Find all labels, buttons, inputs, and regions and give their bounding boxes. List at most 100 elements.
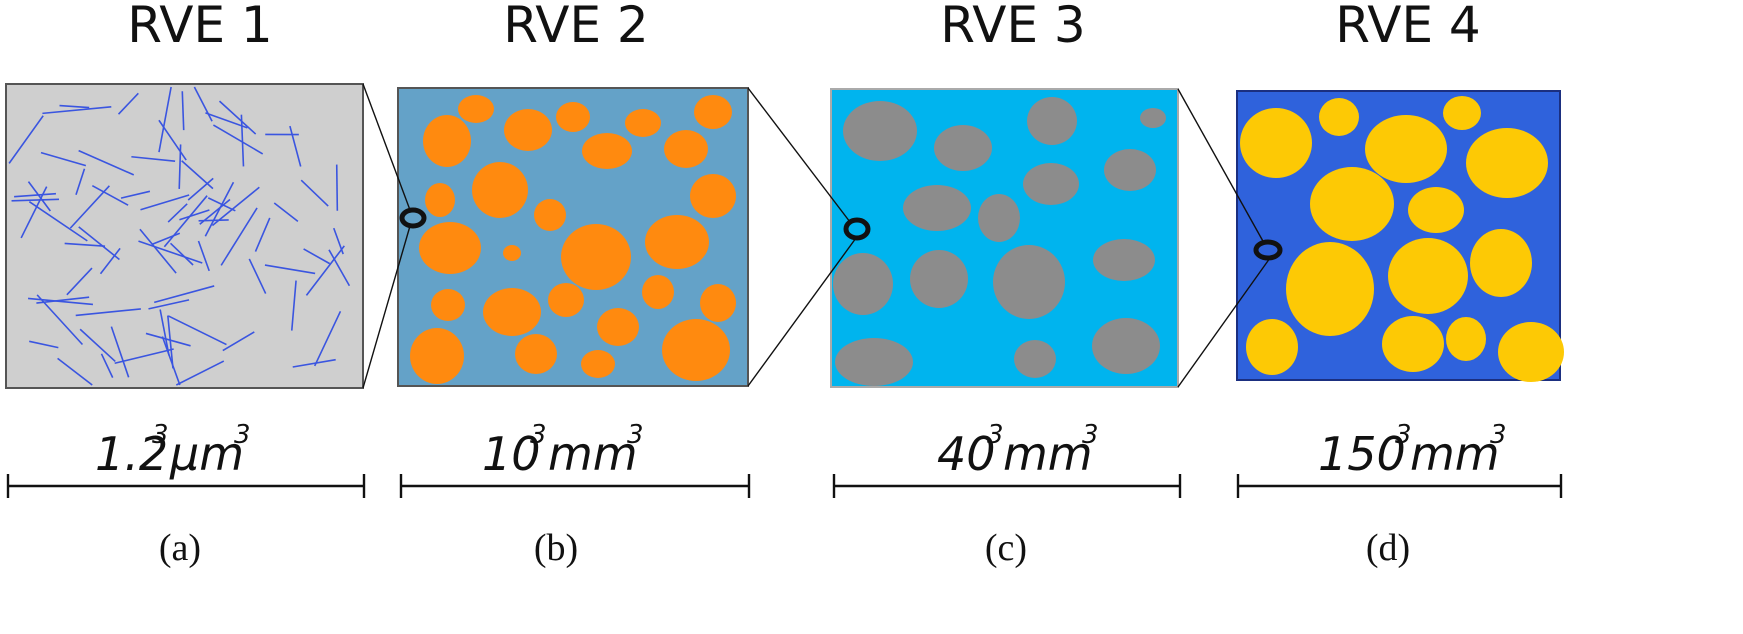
rve2-size-value: 10	[482, 427, 541, 481]
fibre	[169, 242, 194, 266]
orange-inclusion	[431, 289, 465, 321]
zoom-line-1-bottom	[362, 225, 411, 389]
fibre	[167, 203, 188, 223]
fibre	[207, 197, 236, 212]
zoom-marker-1	[399, 207, 427, 229]
grey-inclusion	[903, 185, 971, 231]
fibre	[264, 264, 316, 275]
orange-inclusion	[419, 222, 481, 274]
fibre	[248, 258, 267, 294]
yellow-inclusion	[1388, 238, 1468, 314]
fibre	[218, 100, 257, 135]
panel-label-d: (d)	[1366, 527, 1410, 569]
fibre	[78, 149, 135, 176]
orange-inclusion	[472, 162, 528, 218]
fibre	[11, 198, 60, 202]
zoom-line-2-top	[747, 87, 851, 223]
fibre	[139, 228, 177, 274]
fibre	[204, 181, 235, 237]
fibre	[289, 125, 302, 167]
rve4-size-unit: mm	[1410, 427, 1500, 481]
yellow-inclusion	[1382, 316, 1444, 372]
fibre	[175, 360, 225, 386]
grey-inclusion	[835, 338, 913, 386]
panel-label-b: (b)	[534, 527, 578, 569]
fibre	[100, 353, 114, 378]
orange-inclusion	[582, 133, 632, 169]
orange-inclusion	[425, 183, 455, 217]
grey-inclusion	[1092, 318, 1160, 374]
fibre	[273, 202, 299, 223]
orange-inclusion	[534, 199, 566, 231]
fibre	[27, 297, 94, 306]
yellow-inclusion	[1246, 319, 1298, 375]
fibre	[211, 186, 260, 227]
fibre	[28, 201, 88, 242]
fibre	[29, 340, 59, 349]
yellow-inclusion	[1365, 115, 1447, 183]
orange-inclusion	[423, 115, 471, 167]
fibre	[99, 247, 121, 275]
rve2-title: RVE 2	[503, 0, 649, 54]
rve3-size-unit: mm	[1003, 427, 1093, 481]
orange-inclusion	[548, 283, 584, 317]
scale-bars	[6, 474, 1563, 498]
fibre	[167, 315, 174, 369]
grey-inclusion	[910, 250, 968, 308]
rve1-scale-bar	[6, 474, 366, 498]
fibre	[79, 328, 116, 363]
rve4-size-sup2: 3	[1490, 420, 1507, 450]
fibre	[222, 331, 255, 352]
grey-inclusion	[1104, 149, 1156, 191]
fibre	[240, 114, 245, 167]
fibre	[42, 106, 112, 115]
fibre	[205, 112, 248, 129]
fibre	[40, 151, 87, 167]
orange-inclusion	[694, 95, 732, 129]
yellow-inclusion	[1498, 322, 1564, 382]
fibre	[328, 249, 351, 287]
rve1-size-sup1: 3	[152, 420, 169, 450]
grey-inclusion	[1093, 239, 1155, 281]
fibre	[131, 155, 176, 162]
rve1-size-label: 1.2 3 µm 3	[95, 420, 251, 481]
rve2-size-sup1: 3	[530, 420, 547, 450]
rve1-panel	[5, 83, 364, 389]
grey-inclusion	[1140, 108, 1166, 128]
orange-inclusion	[458, 95, 494, 123]
rve2-size-unit: mm	[548, 427, 638, 481]
orange-inclusion	[410, 328, 464, 384]
grey-inclusion	[993, 245, 1065, 319]
rve3-size-value: 40	[937, 427, 996, 481]
orange-inclusion	[504, 109, 552, 151]
orange-inclusion	[581, 350, 615, 378]
fibre	[187, 177, 214, 201]
fibre	[303, 248, 331, 265]
rve1-fibres	[8, 86, 351, 386]
fibre	[114, 348, 174, 365]
fibre	[8, 115, 44, 164]
rve3-size-sup1: 3	[987, 420, 1004, 450]
rve1-title: RVE 1	[127, 0, 273, 54]
fibre	[158, 86, 172, 153]
fibre	[148, 299, 190, 310]
rve3-title: RVE 3	[940, 0, 1086, 54]
orange-inclusion	[700, 284, 736, 322]
grey-inclusion	[833, 253, 893, 315]
fibre	[159, 309, 170, 356]
rve3-panel	[830, 88, 1179, 388]
fibre	[59, 104, 90, 109]
yellow-inclusion	[1408, 187, 1464, 233]
fibre	[117, 92, 139, 115]
fibre	[161, 336, 181, 386]
orange-inclusion	[642, 275, 674, 309]
fibre	[181, 91, 185, 131]
fibre	[212, 124, 264, 155]
rve4-size-label: 150 3 mm 3	[1318, 420, 1507, 481]
fibre	[163, 195, 208, 248]
orange-inclusion	[664, 130, 708, 168]
orange-inclusion	[645, 215, 709, 269]
fibre	[64, 242, 106, 247]
fibre	[220, 207, 258, 266]
rve3-size-sup2: 3	[1082, 420, 1099, 450]
